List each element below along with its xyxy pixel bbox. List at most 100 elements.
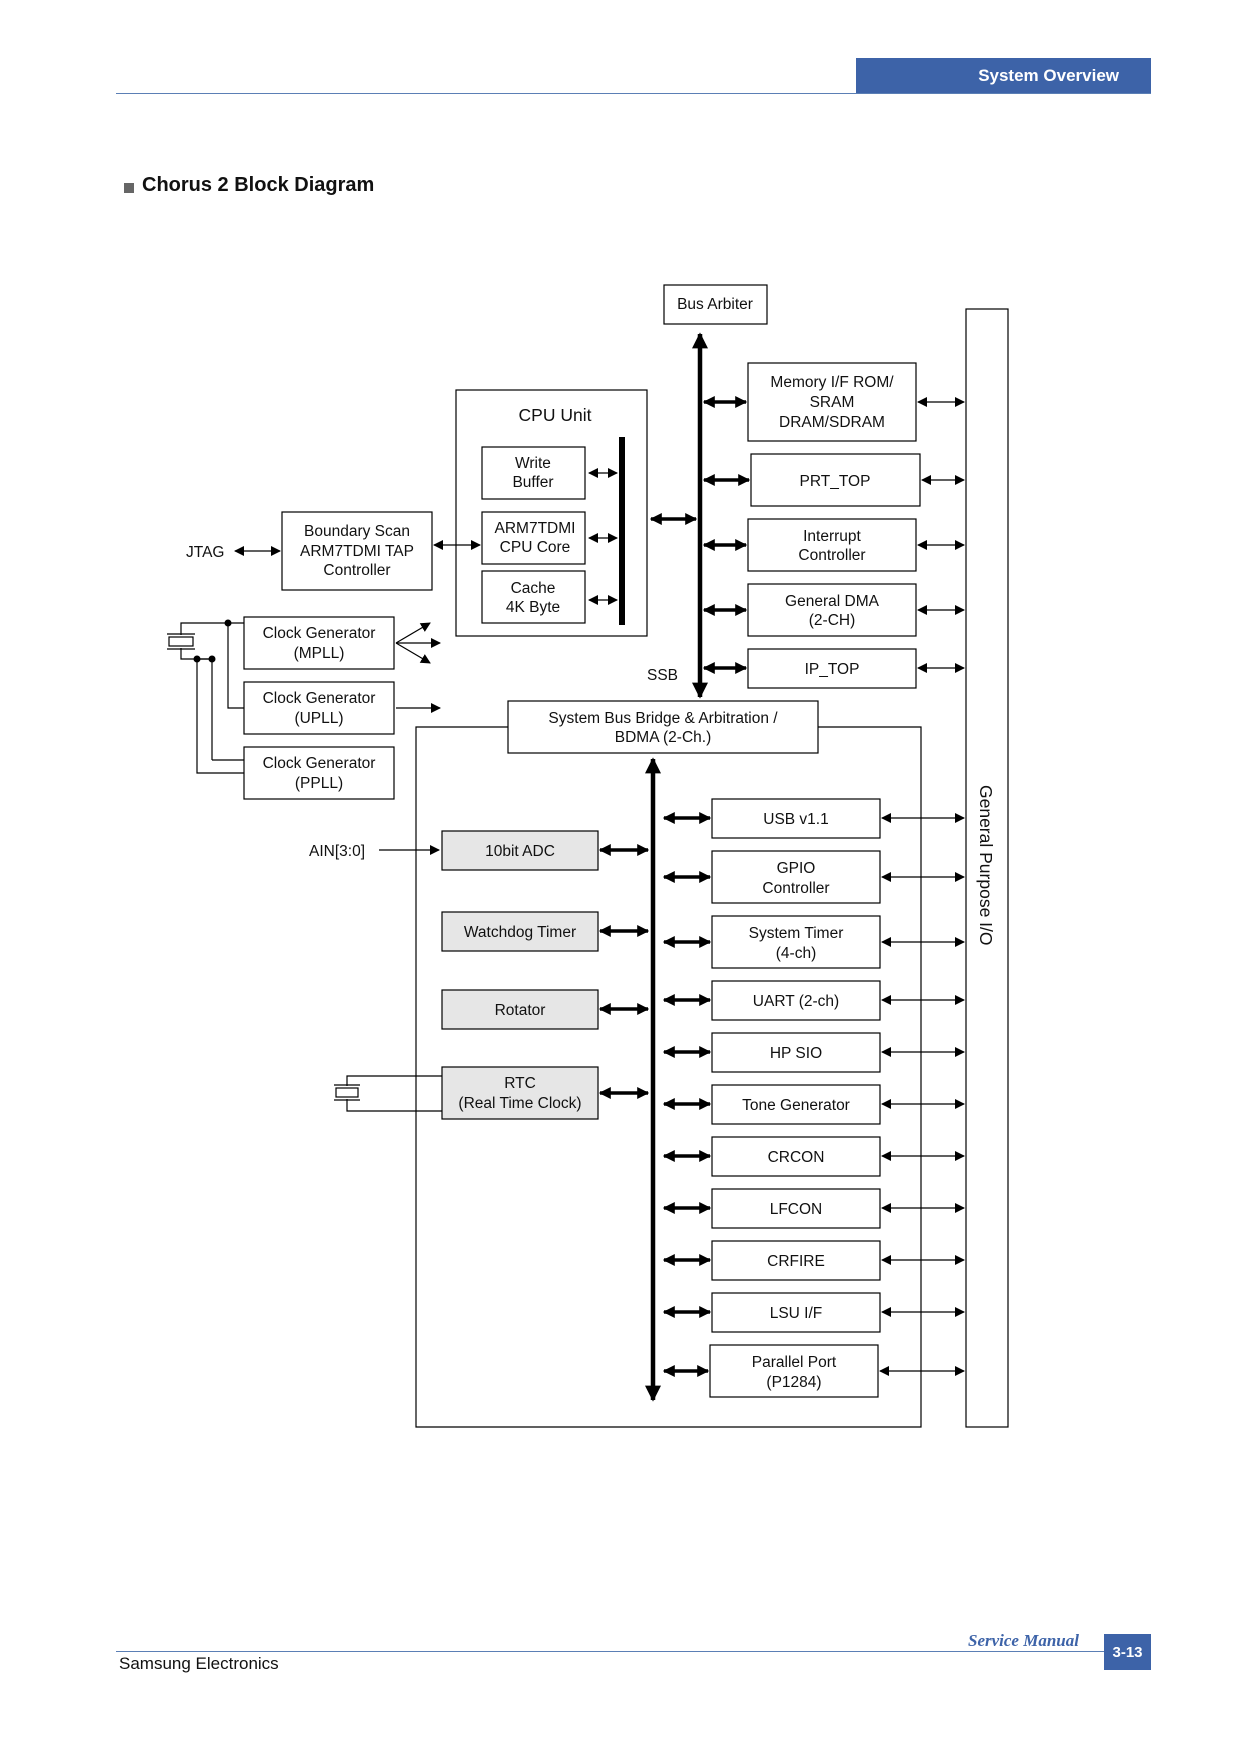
clk-ppll-label-2: (PPLL) xyxy=(295,775,343,792)
header-section-label: System Overview xyxy=(978,66,1119,85)
clk-mpll-label-1: Clock Generator xyxy=(263,625,376,642)
memory-if-label-1: Memory I/F ROM/ xyxy=(770,374,894,391)
cpu-unit-label: CPU Unit xyxy=(519,405,592,425)
gpio-bar-label: General Purpose I/O xyxy=(976,785,996,946)
rtc-label-2: (Real Time Clock) xyxy=(458,1095,581,1112)
crcon-label: CRCON xyxy=(768,1149,825,1166)
write-buffer-label-1: Write xyxy=(515,455,551,472)
usb-box xyxy=(711,798,881,839)
sys-timer-label-1: System Timer xyxy=(749,925,844,942)
tone-gen-box xyxy=(711,1084,881,1125)
cache-box xyxy=(481,570,586,624)
peripheral-frame xyxy=(415,726,922,1428)
tone-gen-label: Tone Generator xyxy=(742,1097,850,1114)
cache-label-2: 4K Byte xyxy=(506,599,560,616)
memory-if-label-3: DRAM/SDRAM xyxy=(779,414,885,431)
boundary-scan-box xyxy=(281,511,433,591)
gpio-label-1: GPIO xyxy=(777,860,816,877)
section-title: Chorus 2 Block Diagram xyxy=(124,174,374,197)
gpio-box xyxy=(711,850,881,904)
interrupt-label-1: Interrupt xyxy=(803,528,861,545)
bus-bridge-label-2: BDMA (2-Ch.) xyxy=(615,729,711,746)
arm-core-label-1: ARM7TDMI xyxy=(495,520,576,537)
interrupt-box xyxy=(747,518,917,572)
arrow-mpll-out1 xyxy=(395,622,431,644)
clk-mpll-label-2: (MPLL) xyxy=(294,645,345,662)
wire-clk-a xyxy=(227,622,244,709)
cpu-unit-box xyxy=(455,389,648,637)
wire-rtc-top xyxy=(346,1075,442,1086)
wire-rtc-bottom xyxy=(346,1099,442,1112)
parallel-label-1: Parallel Port xyxy=(752,1354,837,1371)
header-section-tab: System Overview xyxy=(856,58,1151,94)
footer-company: Samsung Electronics xyxy=(119,1654,279,1673)
hp-sio-box xyxy=(711,1032,881,1073)
boundary-scan-label-1: Boundary Scan xyxy=(304,523,410,540)
clk-ppll-label-1: Clock Generator xyxy=(263,755,376,772)
arm-core-label-2: CPU Core xyxy=(500,539,571,556)
bus-arbiter-box xyxy=(663,284,768,325)
boundary-scan-label-3: Controller xyxy=(323,562,390,579)
dma-label-1: General DMA xyxy=(785,593,880,610)
parallel-label-2: (P1284) xyxy=(766,1374,821,1391)
gpio-bar xyxy=(965,308,1009,1428)
header-rule xyxy=(116,93,1151,94)
prt-top-box xyxy=(750,453,921,507)
crfire-box xyxy=(711,1240,881,1281)
arm-core-box xyxy=(481,511,586,565)
write-buffer-box xyxy=(481,446,586,500)
junction-dot xyxy=(193,655,201,663)
lsu-box xyxy=(711,1292,881,1333)
dma-label-2: (2-CH) xyxy=(809,612,856,629)
watchdog-box xyxy=(441,911,599,952)
uart-box xyxy=(711,980,881,1021)
junction-dot xyxy=(224,619,232,627)
arrow-mpll-out3 xyxy=(395,642,431,664)
adc-box xyxy=(441,830,599,871)
lfcon-label: LFCON xyxy=(770,1201,823,1218)
adc-label: 10bit ADC xyxy=(485,843,555,860)
ip-top-label: IP_TOP xyxy=(805,661,860,678)
ssb-label: SSB xyxy=(647,667,678,684)
hp-sio-label: HP SIO xyxy=(770,1045,822,1062)
wire-xtal-bottom xyxy=(180,648,212,660)
bus-bridge-label-1: System Bus Bridge & Arbitration / xyxy=(548,710,778,727)
prt-top-label: PRT_TOP xyxy=(800,473,871,490)
lfcon-box xyxy=(711,1188,881,1229)
section-title-text: Chorus 2 Block Diagram xyxy=(142,174,375,196)
footer-rule xyxy=(116,1651,1104,1652)
general-dma-box xyxy=(747,583,917,637)
ain-label: AIN[3:0] xyxy=(309,843,365,860)
clk-upll-label-1: Clock Generator xyxy=(263,690,376,707)
wire-xtal-top xyxy=(180,622,228,635)
clk-mpll-box xyxy=(243,616,395,670)
clk-upll-label-2: (UPLL) xyxy=(294,710,343,727)
parallel-box xyxy=(709,1344,879,1398)
watchdog-label: Watchdog Timer xyxy=(464,924,576,941)
jtag-label: JTAG xyxy=(186,544,224,561)
memory-if-box xyxy=(747,362,917,442)
footer-page-number: 3-13 xyxy=(1104,1634,1151,1670)
lsu-label: LSU I/F xyxy=(770,1305,823,1322)
rtc-crystal-icon xyxy=(335,1087,359,1098)
crcon-box xyxy=(711,1136,881,1177)
bus-bridge-box xyxy=(507,700,819,754)
wire-clk-b xyxy=(196,658,244,774)
rtc-box xyxy=(441,1066,599,1120)
write-buffer-label-2: Buffer xyxy=(512,474,553,491)
sys-timer-label-2: (4-ch) xyxy=(776,945,816,962)
ip-top-box xyxy=(747,648,917,689)
usb-label: USB v1.1 xyxy=(763,811,828,828)
bullet-square-icon xyxy=(124,182,134,193)
sys-timer-box xyxy=(711,915,881,969)
crystal-icon xyxy=(168,636,194,647)
gpio-label-2: Controller xyxy=(762,880,829,897)
cache-label-1: Cache xyxy=(511,580,556,597)
footer-manual-title: Service Manual xyxy=(968,1631,1079,1650)
rotator-box xyxy=(441,989,599,1030)
bus-arbiter-label: Bus Arbiter xyxy=(677,296,753,313)
junction-dot xyxy=(208,655,216,663)
crfire-label: CRFIRE xyxy=(767,1253,825,1270)
rotator-label: Rotator xyxy=(495,1002,546,1019)
